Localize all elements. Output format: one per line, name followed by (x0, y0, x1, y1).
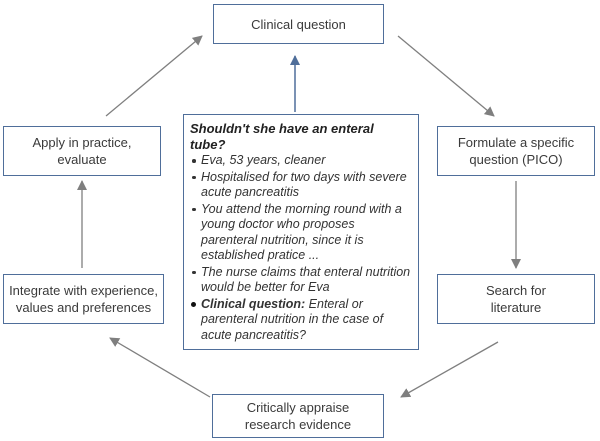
case-clinical-question: Clinical question: Enteral or parenteral… (190, 297, 412, 344)
case-bullet-list: Eva, 53 years, cleaner Hospitalised for … (190, 153, 412, 343)
node-search-literature-label: Search for literature (486, 283, 546, 315)
node-integrate-experience-label: Integrate with experience, values and pr… (9, 283, 158, 315)
node-formulate-question-label: Formulate a specific question (PICO) (457, 135, 575, 167)
node-apply-practice: Apply in practice, evaluate (3, 126, 161, 176)
case-title: Shouldn't she have an enteral tube? (190, 121, 374, 152)
node-appraise-evidence-label: Critically appraise research evidence (244, 400, 352, 432)
case-question-label: Clinical question: (201, 296, 306, 311)
arrow-question-to-formulate (397, 35, 495, 117)
node-search-literature: Search for literature (437, 274, 595, 324)
case-question-text: Enteral or parenteral nutrition in the c… (201, 296, 384, 342)
case-bullet: Eva, 53 years, cleaner (190, 153, 412, 169)
case-bullet: Hospitalised for two days with severe ac… (190, 170, 412, 201)
node-appraise-evidence: Critically appraise research evidence (212, 394, 384, 438)
case-box: Shouldn't she have an enteral tube? Eva,… (183, 114, 419, 350)
arrow-appraise-to-integrate (109, 337, 211, 398)
case-bullet: You attend the morning round with a youn… (190, 202, 412, 264)
node-clinical-question: Clinical question (213, 4, 384, 44)
node-formulate-question: Formulate a specific question (PICO) (437, 126, 595, 176)
node-apply-practice-label: Apply in practice, evaluate (32, 135, 132, 167)
arrow-search-to-appraise (400, 341, 499, 398)
node-integrate-experience: Integrate with experience, values and pr… (3, 274, 164, 324)
node-clinical-question-label: Clinical question (251, 16, 346, 32)
case-bullet: The nurse claims that enteral nutrition … (190, 265, 412, 296)
arrow-apply-to-question (105, 35, 203, 117)
